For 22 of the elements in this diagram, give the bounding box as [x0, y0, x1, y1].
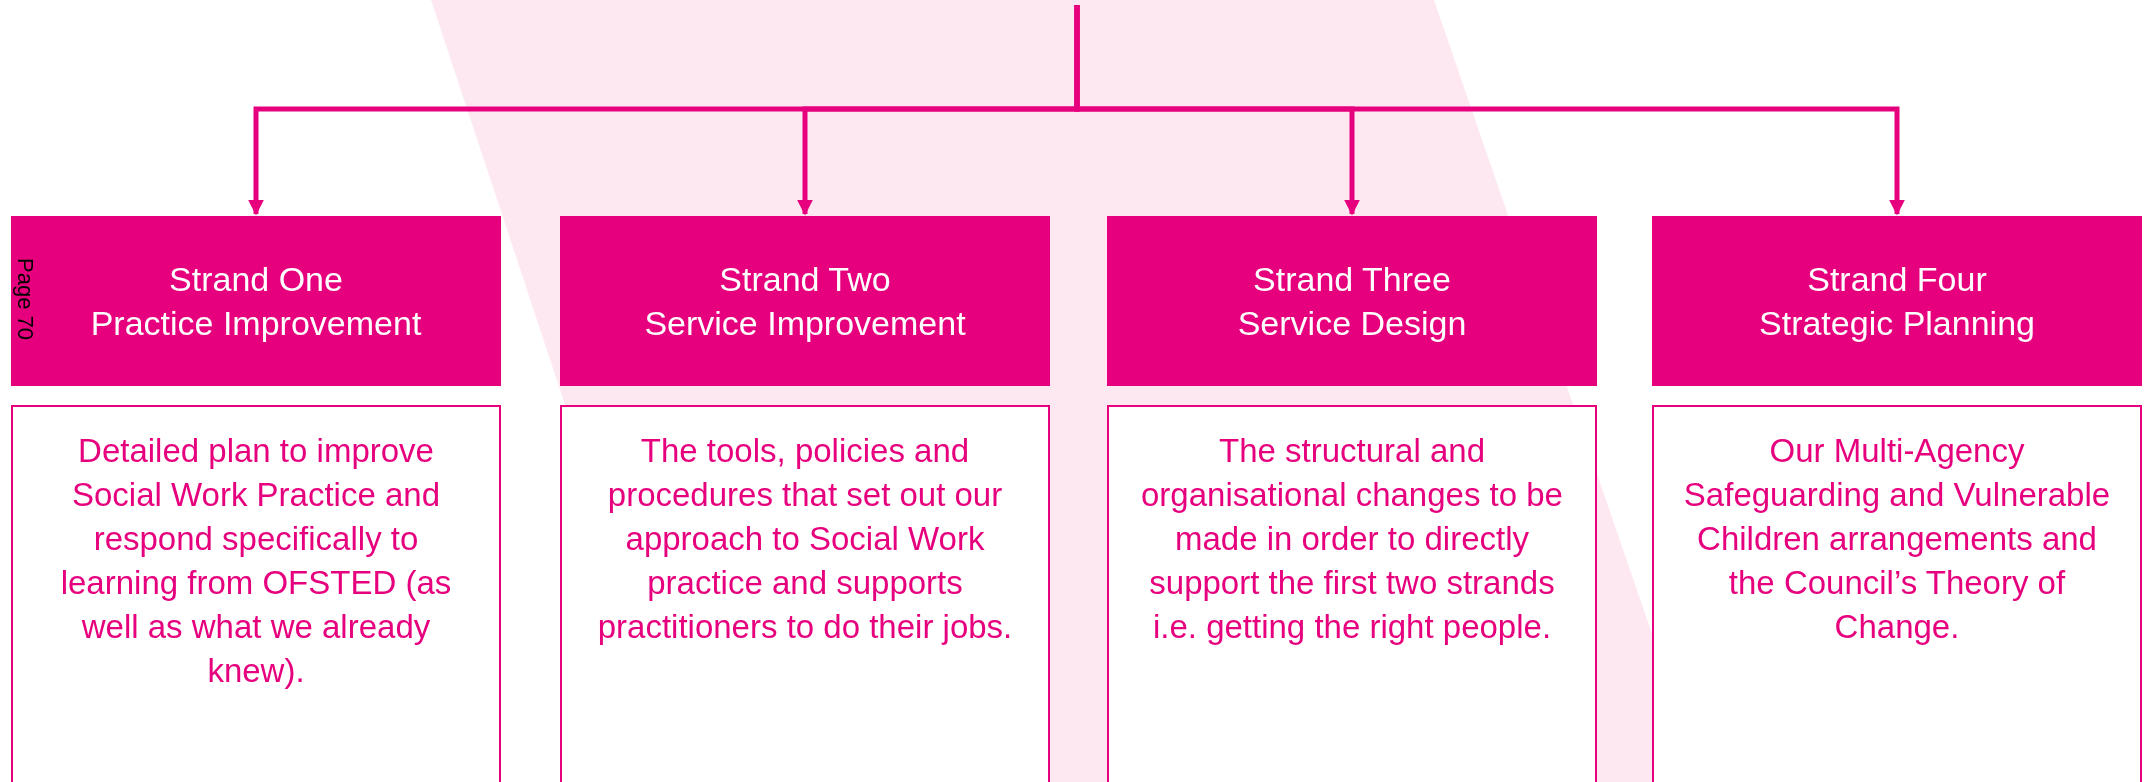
strand-title: Service Design — [1237, 303, 1467, 344]
strand-header-box — [1652, 216, 2142, 386]
description-text: Our Multi-Agency Safeguarding and Vulnerable Children arrangements and the Council’s Theory of Change. — [1682, 431, 2112, 647]
strand-title: Strategic Planning — [1759, 303, 2035, 344]
strand-header-box — [1107, 216, 1597, 386]
strand-title: Strand Four — [1807, 259, 1987, 300]
description-text: The tools, policies and procedures that set out our approach to Social Work practice and supports practitioners to do their jobs. — [596, 431, 1014, 647]
description-box — [1652, 405, 2142, 782]
strand-title: Service Improvement — [644, 303, 966, 344]
strand-header-box — [560, 216, 1050, 386]
description-text: Detailed plan to improve Social Work Practice and respond specifically to learning from OFSTED (as well as what we already knew). — [59, 431, 453, 691]
description-box — [11, 405, 501, 782]
description-box — [560, 405, 1050, 782]
strand-title: Strand Two — [719, 259, 891, 300]
connector-arrow — [1074, 5, 1905, 216]
description-text: The structural and organisational changes to be made in order to directly support the first two strands i.e. getting the right people. — [1140, 431, 1564, 647]
strand-header-box — [11, 216, 501, 386]
page-number: Page 70 — [12, 258, 38, 340]
description-box — [1107, 405, 1597, 782]
strand-title: Strand One — [169, 259, 343, 300]
strand-title: Strand Three — [1253, 259, 1451, 300]
strand-title: Practice Improvement — [90, 303, 422, 344]
